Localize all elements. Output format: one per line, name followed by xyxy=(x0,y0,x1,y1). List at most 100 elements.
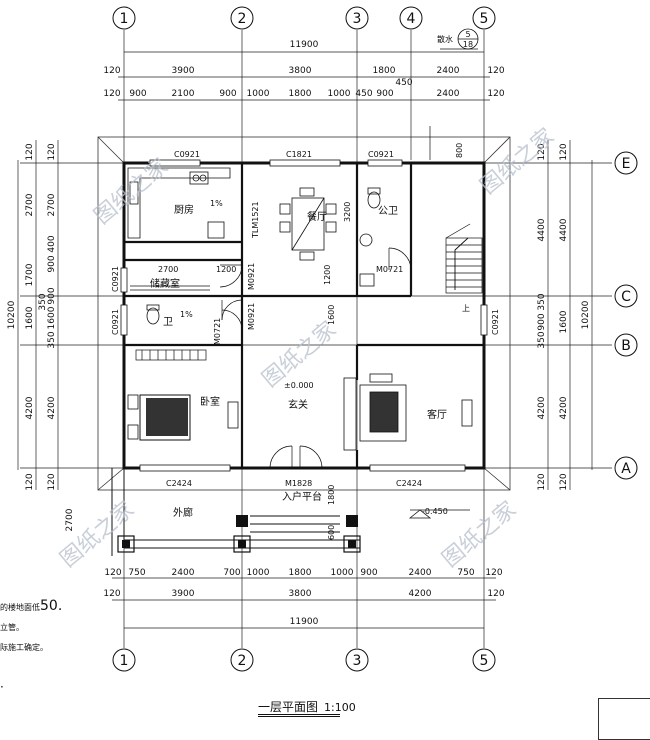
dim-text: 120 xyxy=(25,473,35,490)
dim-text: 2400 xyxy=(437,89,460,99)
dim-text: 120 xyxy=(25,143,35,160)
note-line1-text: 的楼地面低 xyxy=(0,603,40,612)
axis-5-bottom: 5 xyxy=(480,653,489,669)
label-c0921-a: C0921 xyxy=(174,150,200,159)
dim-text: 3800 xyxy=(289,589,312,599)
label-pct1: 1% xyxy=(210,199,223,208)
title-block-corner xyxy=(598,698,650,740)
dim-text: 350 xyxy=(47,331,57,348)
label-d800: 800 xyxy=(455,143,464,158)
watermark-1: 图纸之家 xyxy=(90,154,173,230)
dim-text: 120 xyxy=(487,589,504,599)
dim-text: 350 xyxy=(38,293,48,310)
dim-text: 900 xyxy=(376,89,393,99)
label-c0921-left1: C0921 xyxy=(111,266,120,292)
dim-text: 700 xyxy=(223,568,240,578)
title-scale: 1:100 xyxy=(324,701,356,714)
dim-text: 900 xyxy=(47,255,57,272)
doors xyxy=(219,247,412,469)
axis-1-bottom: 1 xyxy=(120,653,129,669)
dim-text: 3900 xyxy=(172,66,195,76)
label-c2424-left: C2424 xyxy=(166,479,192,488)
label-d1200a: 1200 xyxy=(216,265,236,274)
dim-text: 120 xyxy=(47,143,57,160)
dim-text: 1600 xyxy=(25,306,35,329)
dim-right-outer: 120 4400 1600 4200 120 10200 xyxy=(559,143,591,490)
dim-text: 3900 xyxy=(172,589,195,599)
drawing-title: 一层平面图 1:100 xyxy=(258,698,356,715)
dim-left-inner: 120 2700 900 400 1600 350 900 350 4200 1… xyxy=(38,143,75,531)
dim-text: 2700 xyxy=(65,508,75,531)
sofa xyxy=(343,373,473,451)
index-mark: 散水 5 18 xyxy=(437,28,479,50)
dim-text: 900 xyxy=(219,89,236,99)
axis-2-top: 2 xyxy=(238,11,247,27)
label-pct2: 1% xyxy=(180,310,193,319)
note-line4: · xyxy=(0,680,4,694)
dim-text: 120 xyxy=(487,89,504,99)
dim-text: 1800 xyxy=(289,89,312,99)
axis-3-top: 3 xyxy=(353,11,362,27)
dim-text: 1800 xyxy=(373,66,396,76)
dim-text: 1000 xyxy=(331,568,354,578)
porch xyxy=(111,468,360,556)
room-toilet-public: 公卫 xyxy=(378,206,398,217)
dim-text: 4200 xyxy=(47,396,57,419)
dim-text: 120 xyxy=(103,66,120,76)
note-line1-num: 50. xyxy=(40,598,63,614)
dim-text: 1000 xyxy=(328,89,351,99)
dim-right-inner: 120 4400 350 900 350 4200 120 xyxy=(537,143,547,490)
dim-bottom-row2: 120 3900 3800 4200 120 xyxy=(103,589,504,599)
dim-bottom-row1: 120 750 2400 700 1000 1800 1000 900 2400… xyxy=(104,568,502,578)
dim-text: 1700 xyxy=(25,263,35,286)
axis-B: B xyxy=(621,338,631,354)
dim-text: 120 xyxy=(104,568,121,578)
dim-text: 3800 xyxy=(289,66,312,76)
room-kitchen: 厨房 xyxy=(174,203,194,216)
columns xyxy=(117,515,361,553)
dim-text: 1000 xyxy=(247,568,270,578)
label-m1828: M1828 xyxy=(285,479,312,488)
title-underline-2 xyxy=(258,716,340,717)
label-c1821: C1821 xyxy=(286,150,312,159)
room-foyer: 玄关 xyxy=(288,398,308,411)
watermark-5: 图纸之家 xyxy=(438,497,521,573)
dim-text: 4400 xyxy=(537,218,547,241)
dim-text: 1000 xyxy=(247,89,270,99)
dim-lines-bottom xyxy=(112,577,496,629)
dim-lines-sides xyxy=(17,140,593,490)
room-labels: 厨房 餐厅 公卫 储藏室 卫 卧室 玄关 客厅 外廊 入户平台 xyxy=(150,203,447,519)
axis-bubbles xyxy=(112,6,638,672)
label-level-neg: -0.450 xyxy=(422,507,448,516)
dim-text: 4200 xyxy=(559,396,569,419)
index-mark-top: 5 xyxy=(465,30,470,39)
title-underline xyxy=(258,714,340,715)
label-c0921-b: C0921 xyxy=(368,150,394,159)
dim-text: 120 xyxy=(103,589,120,599)
axis-4-top: 4 xyxy=(407,11,416,27)
dim-text: 10200 xyxy=(7,300,17,329)
dim-left-outer: 120 2700 1700 1600 4200 120 10200 xyxy=(7,143,35,490)
label-c0921-right: C0921 xyxy=(491,309,500,335)
dim-text: 900 xyxy=(47,287,57,304)
dim-text: 120 xyxy=(559,143,569,160)
room-bedroom: 卧室 xyxy=(200,395,220,408)
dim-text: 750 xyxy=(128,568,145,578)
label-m0721-b: M0721 xyxy=(213,318,222,345)
dim-top-extra: 450 xyxy=(395,78,412,88)
label-d2700: 2700 xyxy=(158,265,178,274)
dim-text: 10200 xyxy=(581,300,591,329)
title-text: 一层平面图 xyxy=(258,700,319,714)
room-porch: 外廊 xyxy=(173,506,193,519)
dim-text: 1800 xyxy=(289,568,312,578)
label-m0921-a: M0921 xyxy=(247,263,256,290)
label-d1600: 1600 xyxy=(327,305,336,325)
label-c2424-right: C2424 xyxy=(396,479,422,488)
dim-text: 4400 xyxy=(559,218,569,241)
dim-text: 350 xyxy=(537,293,547,310)
index-mark-label: 散水 xyxy=(437,34,453,44)
room-entry: 入户平台 xyxy=(282,490,322,503)
cabinet xyxy=(135,349,207,361)
interior-walls xyxy=(124,163,484,468)
dim-text: 2700 xyxy=(25,193,35,216)
